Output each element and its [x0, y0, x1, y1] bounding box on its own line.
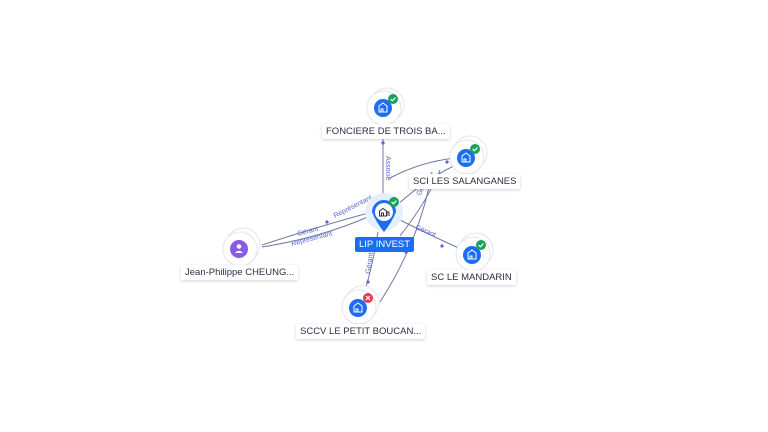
status-active-icon — [388, 94, 398, 104]
node-label-person[interactable]: Jean-Philippe CHEUNG... — [181, 265, 299, 280]
status-active-icon — [476, 240, 486, 250]
edge-arrow — [381, 141, 385, 145]
edge-arrow — [366, 280, 370, 284]
edge-arrow — [440, 244, 444, 248]
person-icon — [230, 240, 248, 258]
building-icon — [379, 207, 390, 217]
edge-label-gerant-sccv: Gérant — [365, 252, 375, 274]
edge-label-gerant-mandarin: Gérant — [414, 224, 437, 239]
status-active-icon — [389, 197, 399, 207]
node-label-sccv[interactable]: SCCV LE PETIT BOUCAN... — [296, 324, 426, 339]
edge-label-associe: Associé — [384, 156, 391, 181]
edge-person-center-lower — [261, 215, 371, 248]
edge-fonciere-salanganes — [389, 157, 456, 179]
node-label-fonciere[interactable]: FONCIERE DE TROIS BA... — [322, 124, 450, 139]
node-label-mandarin[interactable]: SC LE MANDARIN — [427, 270, 516, 285]
building-icon — [349, 299, 367, 317]
edge-person-center-upper — [261, 211, 373, 246]
node-salanganes[interactable] — [449, 135, 488, 175]
edge-arrow — [325, 220, 329, 224]
edge-arrow — [445, 160, 449, 164]
node-mandarin[interactable] — [455, 232, 494, 272]
node-center[interactable] — [365, 193, 403, 232]
node-fonciere[interactable] — [366, 87, 405, 126]
center-label[interactable]: LIP INVEST — [355, 237, 415, 252]
node-sccv[interactable] — [341, 285, 380, 325]
status-active-icon — [470, 144, 480, 154]
node-person[interactable] — [222, 227, 261, 267]
node-label-salanganes[interactable]: SCI LES SALANGANES — [409, 174, 521, 189]
